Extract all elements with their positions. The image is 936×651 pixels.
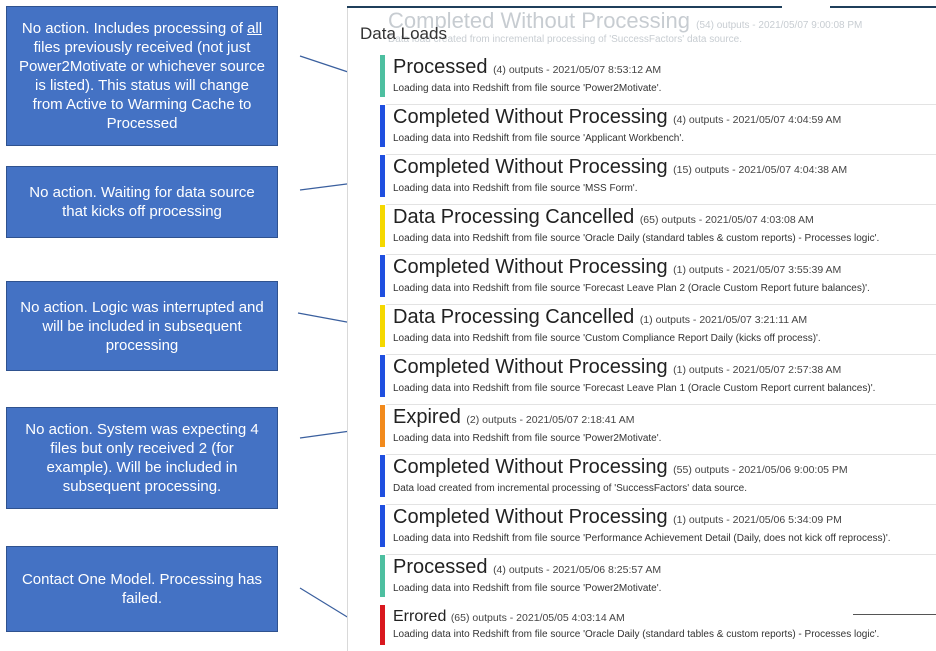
status-color-bar: [380, 505, 385, 547]
load-status: Errored: [393, 608, 447, 625]
data-loads-panel[interactable]: Completed Without Processing (54) output…: [347, 8, 936, 651]
load-meta: (4) outputs - 2021/05/06 8:25:57 AM: [493, 564, 662, 576]
data-load-row[interactable]: Expired (2) outputs - 2021/05/07 2:18:41…: [380, 405, 936, 455]
status-color-bar: [380, 605, 385, 645]
status-color-bar: [380, 405, 385, 447]
load-description: Loading data into Redshift from file sou…: [393, 533, 891, 544]
data-load-row[interactable]: Completed Without Processing (4) outputs…: [380, 105, 936, 155]
data-load-row[interactable]: Processed (4) outputs - 2021/05/06 8:25:…: [380, 555, 936, 597]
callout-errored: Contact One Model. Processing has failed…: [6, 546, 278, 632]
panel-title: Data Loads: [360, 24, 447, 43]
load-description: Loading data into Redshift from file sou…: [393, 333, 821, 344]
status-color-bar: [380, 205, 385, 247]
row-separator: [386, 104, 936, 105]
load-meta: (4) outputs - 2021/05/07 4:04:59 AM: [673, 114, 842, 126]
data-load-row[interactable]: Data Processing Cancelled (1) outputs - …: [380, 305, 936, 355]
load-description: Loading data into Redshift from file sou…: [393, 133, 685, 144]
load-meta: (4) outputs - 2021/05/07 8:53:12 AM: [493, 64, 662, 76]
status-color-bar: [380, 455, 385, 497]
load-description: Loading data into Redshift from file sou…: [393, 183, 638, 194]
callout-completed: No action. Waiting for data source that …: [6, 166, 278, 238]
load-meta: (1) outputs - 2021/05/07 3:55:39 AM: [673, 264, 842, 276]
load-status: Processed: [393, 56, 488, 78]
load-meta: (2) outputs - 2021/05/07 2:18:41 AM: [466, 414, 635, 426]
row-separator: [386, 354, 936, 355]
status-color-bar: [380, 255, 385, 297]
load-status: Expired: [393, 406, 461, 428]
row-separator: [386, 254, 936, 255]
load-meta: (15) outputs - 2021/05/07 4:04:38 AM: [673, 164, 848, 176]
row-separator: [386, 304, 936, 305]
load-description: Loading data into Redshift from file sou…: [393, 383, 876, 394]
data-load-row[interactable]: Completed Without Processing (1) outputs…: [380, 355, 936, 405]
callout-processed: No action. Includes processing of all fi…: [6, 6, 278, 146]
data-load-row[interactable]: Data Processing Cancelled (65) outputs -…: [380, 205, 936, 255]
row-separator: [386, 554, 936, 555]
load-description: Loading data into Redshift from file sou…: [393, 433, 662, 444]
load-status: Completed Without Processing: [393, 506, 668, 528]
status-color-bar: [380, 55, 385, 97]
load-status: Completed Without Processing: [393, 256, 668, 278]
data-load-row[interactable]: Completed Without Processing (55) output…: [380, 455, 936, 505]
status-color-bar: [380, 305, 385, 347]
load-meta: (55) outputs - 2021/05/06 9:00:05 PM: [673, 464, 848, 476]
load-description: Data load created from incremental proce…: [393, 483, 747, 494]
load-description: Loading data into Redshift from file sou…: [393, 629, 880, 640]
load-meta: (1) outputs - 2021/05/07 3:21:11 AM: [639, 314, 808, 326]
load-status: Data Processing Cancelled: [393, 206, 635, 228]
load-meta: (1) outputs - 2021/05/06 5:34:09 PM: [673, 514, 842, 526]
status-color-bar: [380, 155, 385, 197]
load-status: Completed Without Processing: [393, 106, 668, 128]
ghost-row: Completed Without Processing (54) output…: [388, 8, 863, 45]
data-load-row[interactable]: Errored (65) outputs - 2021/05/05 4:03:1…: [380, 605, 936, 647]
status-color-bar: [380, 555, 385, 597]
status-color-bar: [380, 105, 385, 147]
status-color-bar: [380, 355, 385, 397]
load-status: Completed Without Processing: [393, 156, 668, 178]
row-separator: [386, 454, 936, 455]
load-meta: (65) outputs - 2021/05/07 4:03:08 AM: [639, 214, 814, 226]
data-load-row[interactable]: Completed Without Processing (1) outputs…: [380, 255, 936, 305]
load-description: Loading data into Redshift from file sou…: [393, 283, 870, 294]
load-status: Processed: [393, 556, 488, 578]
load-status: Data Processing Cancelled: [393, 306, 635, 328]
callout-cancelled: No action. Logic was interrupted and wil…: [6, 281, 278, 371]
callout-expired: No action. System was expecting 4 files …: [6, 407, 278, 509]
data-load-row[interactable]: Completed Without Processing (15) output…: [380, 155, 936, 205]
load-meta: (65) outputs - 2021/05/05 4:03:14 AM: [450, 612, 625, 624]
row-separator: [386, 404, 936, 405]
data-load-row[interactable]: Completed Without Processing (1) outputs…: [380, 505, 936, 555]
load-status: Completed Without Processing: [393, 356, 668, 378]
load-description: Loading data into Redshift from file sou…: [393, 583, 662, 594]
load-status: Completed Without Processing: [393, 456, 668, 478]
data-load-row[interactable]: Processed (4) outputs - 2021/05/07 8:53:…: [380, 55, 936, 105]
row-separator: [386, 154, 936, 155]
load-description: Loading data into Redshift from file sou…: [393, 233, 880, 244]
load-description: Loading data into Redshift from file sou…: [393, 83, 662, 94]
row-separator: [386, 204, 936, 205]
divider: [853, 614, 936, 615]
row-separator: [386, 504, 936, 505]
load-meta: (1) outputs - 2021/05/07 2:57:38 AM: [673, 364, 842, 376]
